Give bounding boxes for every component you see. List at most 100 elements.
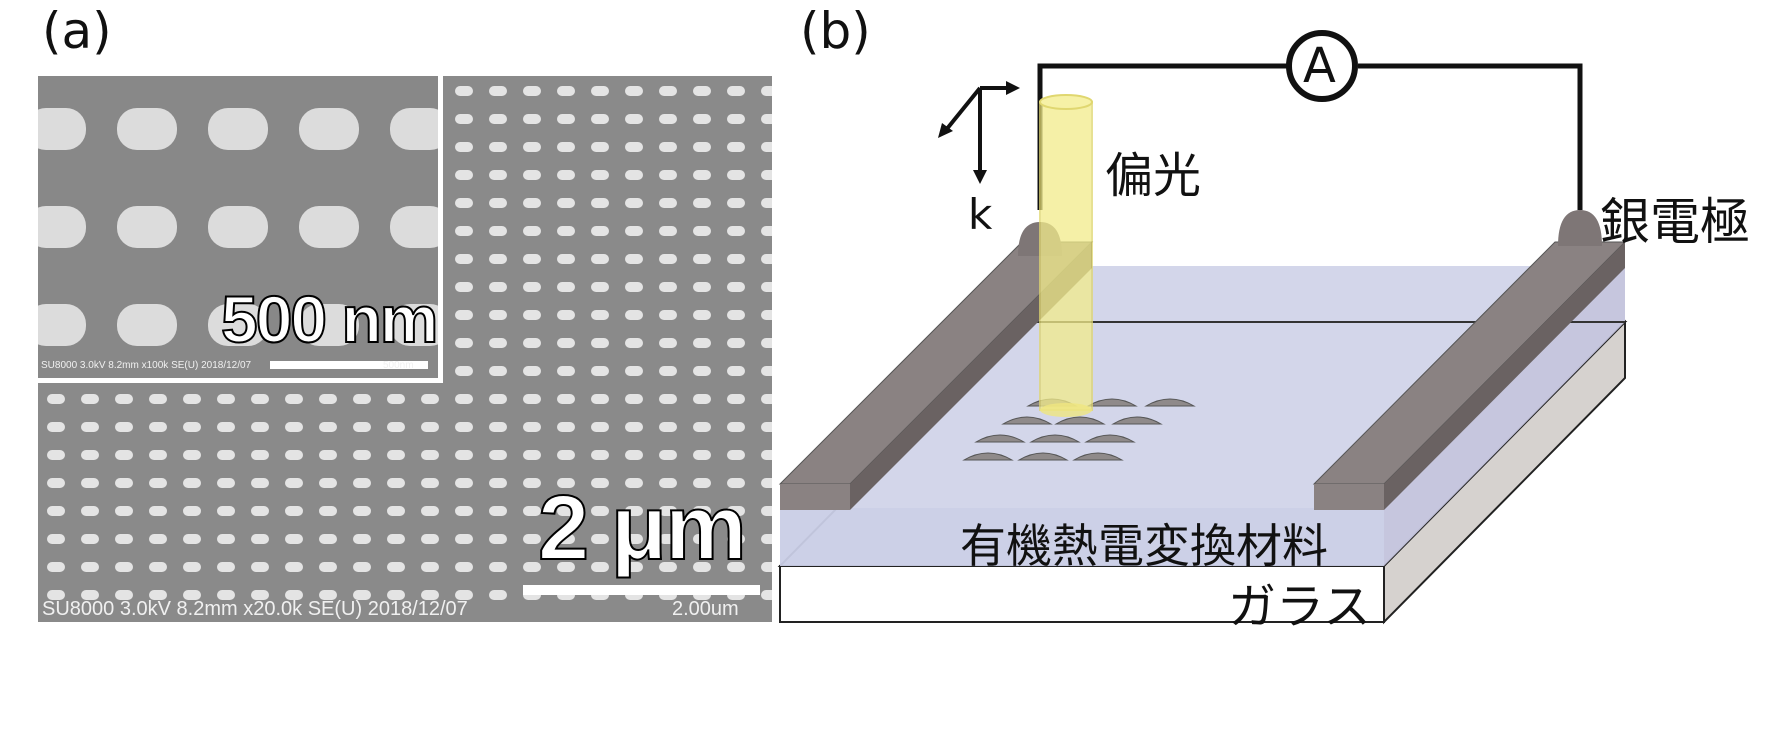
sem-particle (557, 422, 575, 432)
sem-particle (693, 422, 711, 432)
sem-particle (761, 86, 772, 96)
sem-particle (455, 198, 473, 208)
sem-particle (523, 506, 541, 516)
sem-particle (693, 506, 711, 516)
sem-particle (47, 422, 65, 432)
sem-particle (591, 450, 609, 460)
sem-particle (761, 226, 772, 236)
sem-particle (625, 394, 643, 404)
sem-particle (183, 422, 201, 432)
sem-particle (557, 86, 575, 96)
sem-particle (625, 226, 643, 236)
sem-particle (761, 478, 772, 488)
sem-particle (455, 310, 473, 320)
polarized-light-label: 偏光 (1105, 148, 1202, 204)
sem-particle (557, 450, 575, 460)
sem-particle (251, 422, 269, 432)
sem-particle (285, 506, 303, 516)
sem-particle (455, 254, 473, 264)
sem-particle (761, 366, 772, 376)
sem-particle (659, 478, 677, 488)
right-electrode-side (1384, 242, 1625, 510)
nanoparticle (1029, 434, 1081, 443)
sem-particle (591, 506, 609, 516)
sem-particle (81, 590, 99, 600)
sem-particle (591, 114, 609, 124)
sem-particle (489, 562, 507, 572)
sem-particle (659, 114, 677, 124)
sem-particle (251, 562, 269, 572)
sem-particle (523, 226, 541, 236)
sem-particle (183, 562, 201, 572)
sem-particle (387, 506, 405, 516)
sem-particle (727, 170, 745, 180)
sem-particle (693, 114, 711, 124)
sem-particle (387, 394, 405, 404)
sem-particle (251, 590, 269, 600)
sem-particle (149, 590, 167, 600)
sem-particle (693, 534, 711, 544)
sem-particle (659, 226, 677, 236)
sem-particle (183, 394, 201, 404)
sem-particle (727, 422, 745, 432)
sem-particle (455, 562, 473, 572)
glass-substrate-front (779, 565, 1385, 623)
sem-particle (251, 506, 269, 516)
sem-particle (523, 562, 541, 572)
sem-particle (183, 478, 201, 488)
sem-particle (47, 450, 65, 460)
sem-particle (591, 198, 609, 208)
nanoparticle (1084, 434, 1136, 443)
sem-particle (659, 170, 677, 180)
sem-particle (659, 338, 677, 348)
sem-image-main: 500 nm SU8000 3.0kV 8.2mm x100k SE(U) 20… (38, 76, 772, 622)
sem-particle (557, 226, 575, 236)
sem-particle (557, 114, 575, 124)
light-beam (1039, 101, 1093, 411)
sem-particle (455, 226, 473, 236)
sem-particle (693, 226, 711, 236)
sem-particle (353, 478, 371, 488)
glass-label: ガラス (1228, 579, 1372, 635)
sem-particle (659, 506, 677, 516)
sem-particle (693, 338, 711, 348)
sem-particle (625, 450, 643, 460)
sem-particle (591, 338, 609, 348)
light-beam-top (1039, 94, 1093, 110)
sem-particle (149, 534, 167, 544)
sem-particle (557, 254, 575, 264)
sem-particle (727, 142, 745, 152)
organic-film-front (780, 508, 1384, 566)
sem-particle (523, 394, 541, 404)
sem-particle (591, 394, 609, 404)
sem-particle (727, 338, 745, 348)
sem-particle (455, 590, 473, 600)
sem-particle (489, 422, 507, 432)
sem-particle (149, 450, 167, 460)
sem-particle (217, 562, 235, 572)
sem-particle (489, 254, 507, 264)
right-electrode-contact (1558, 210, 1602, 246)
sem-particle (81, 478, 99, 488)
sem-particle (489, 226, 507, 236)
sem-particle (693, 394, 711, 404)
sem-inset-particle (38, 206, 86, 248)
sem-particle (285, 394, 303, 404)
sem-particle (625, 366, 643, 376)
right-electrode-front (1314, 484, 1384, 510)
sem-particle (251, 394, 269, 404)
sem-particle (761, 562, 772, 572)
sem-particle (591, 534, 609, 544)
polarization-axes (938, 81, 1020, 184)
sem-particle (523, 422, 541, 432)
sem-particle (421, 506, 439, 516)
sem-particle (81, 450, 99, 460)
sem-particle (489, 366, 507, 376)
sem-particle (727, 310, 745, 320)
sem-particle (217, 506, 235, 516)
sem-particle (387, 590, 405, 600)
sem-particle (115, 506, 133, 516)
sem-particle (115, 478, 133, 488)
sem-particle (183, 450, 201, 460)
sem-particle (625, 114, 643, 124)
